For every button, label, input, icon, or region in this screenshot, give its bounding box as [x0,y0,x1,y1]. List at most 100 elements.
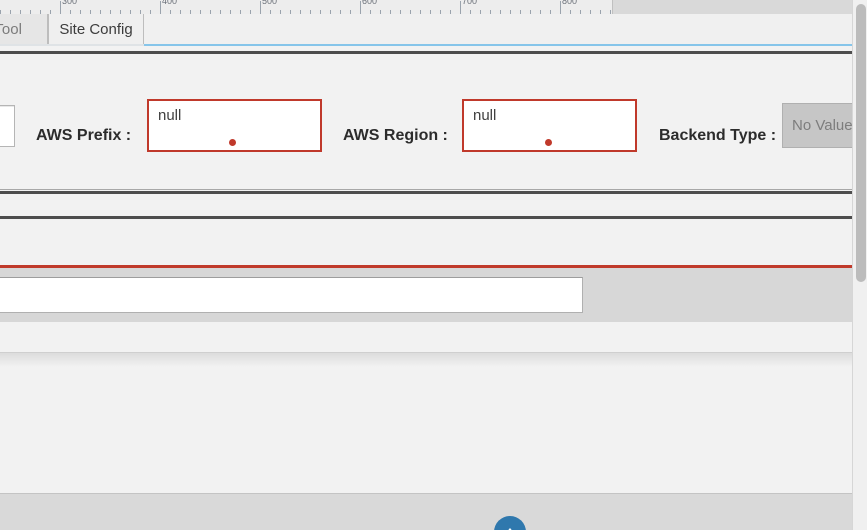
ruler-tick-minor [70,10,71,14]
validation-error-rule [0,265,852,268]
ruler-tick-minor [510,10,511,14]
ruler-tick-minor [170,10,171,14]
ruler-tick-minor [330,10,331,14]
tab-label: y Tool [0,21,22,38]
tab-site-config[interactable]: Site Config [48,14,144,45]
ruler-tick-minor [520,10,521,14]
ruler-tick-minor [410,10,411,14]
ruler-tick-minor [420,10,421,14]
ruler-tick-minor [10,10,11,14]
toolbar-top-separator [0,51,852,54]
ruler-tick-minor [580,10,581,14]
ruler-tick-minor [100,10,101,14]
ruler-tick-minor [390,10,391,14]
ruler-tick-minor [240,10,241,14]
ruler-inactive-region [612,0,852,14]
aws-region-label: AWS Region : [343,127,448,144]
ruler-tick-major [460,1,461,14]
ruler-tick-minor [20,10,21,14]
ruler-tick-minor [340,10,341,14]
ruler-tick-minor [440,10,441,14]
ruler-tick-minor [550,10,551,14]
ruler-tick-minor [490,10,491,14]
ruler-tick-minor [210,10,211,14]
vertical-scrollbar[interactable] [852,0,867,530]
ruler-label: 400 [162,0,178,6]
ruler-tick-minor [50,10,51,14]
section-divider-thin-upper [0,189,852,190]
ruler-tick-minor [130,10,131,14]
ruler-label: 600 [362,0,378,6]
ruler-tick-minor [300,10,301,14]
spacer-band-middle [0,219,852,265]
tab-active-underline [0,44,852,46]
ruler-tick-major [360,1,361,14]
spacer-band-upper [0,194,852,216]
ruler-tick-minor [310,10,311,14]
ruler-tick-minor [220,10,221,14]
ruler-tick-minor [270,10,271,14]
aws-prefix-label: AWS Prefix : [36,127,132,144]
caret-up-icon [508,528,512,530]
horizontal-ruler: 300 400 500 600 700 800 [0,0,852,14]
ruler-label: 800 [562,0,578,6]
ruler-tick-minor [530,10,531,14]
ruler-tick-minor [540,10,541,14]
ruler-tick-minor [500,10,501,14]
ruler-tick-minor [320,10,321,14]
ruler-tick-minor [80,10,81,14]
ruler-tick-minor [470,10,471,14]
config-form-row: AWS Prefix : null AWS Region : null Back… [0,58,864,192]
panel-drop-shadow [0,353,852,367]
ruler-tick-minor [250,10,251,14]
ruler-tick-minor [110,10,111,14]
tab-underline-left-segment [0,44,144,46]
unlabeled-text-input[interactable] [0,105,15,147]
aws-prefix-input[interactable]: null [147,99,322,152]
ruler-tick-major [160,1,161,14]
ruler-tick-minor [0,10,1,14]
ruler-tick-minor [570,10,571,14]
ruler-tick-minor [480,10,481,14]
ruler-label: 300 [62,0,78,6]
panel-boundary [0,352,852,353]
bottom-content-pane [0,367,852,493]
ruler-label: 500 [262,0,278,6]
ruler-tick-minor [190,10,191,14]
spacer-band-lower [0,322,852,352]
section-divider-lower [0,216,852,219]
aws-region-error-marker-icon [545,139,552,146]
backend-type-label: Backend Type : [659,127,777,144]
tab-label: Site Config [59,21,133,38]
ruler-tick-minor [230,10,231,14]
ruler-tick-major [260,1,261,14]
aws-prefix-value: null [158,107,182,124]
ruler-tick-minor [600,10,601,14]
aws-region-value: null [473,107,497,124]
tab-y-tool[interactable]: y Tool [0,14,48,45]
ruler-tick-minor [610,10,611,14]
aws-region-input[interactable]: null [462,99,637,152]
ruler-tick-minor [290,10,291,14]
backend-type-value: No Value [792,117,853,134]
ruler-tick-minor [140,10,141,14]
ruler-tick-major [560,1,561,14]
ruler-tick-minor [350,10,351,14]
ruler-tick-minor [180,10,181,14]
ruler-tick-minor [30,10,31,14]
ruler-tick-minor [200,10,201,14]
wide-text-input[interactable] [0,277,583,313]
ruler-tick-minor [90,10,91,14]
ruler-tick-minor [150,10,151,14]
ruler-tick-minor [400,10,401,14]
ruler-tick-major [60,1,61,14]
ruler-label: 700 [462,0,478,6]
backend-type-select[interactable]: No Value [782,103,864,148]
ruler-tick-minor [40,10,41,14]
ruler-tick-minor [280,10,281,14]
aws-prefix-error-marker-icon [229,139,236,146]
vertical-scrollbar-thumb[interactable] [856,4,866,282]
ruler-tick-minor [430,10,431,14]
ruler-tick-minor [370,10,371,14]
